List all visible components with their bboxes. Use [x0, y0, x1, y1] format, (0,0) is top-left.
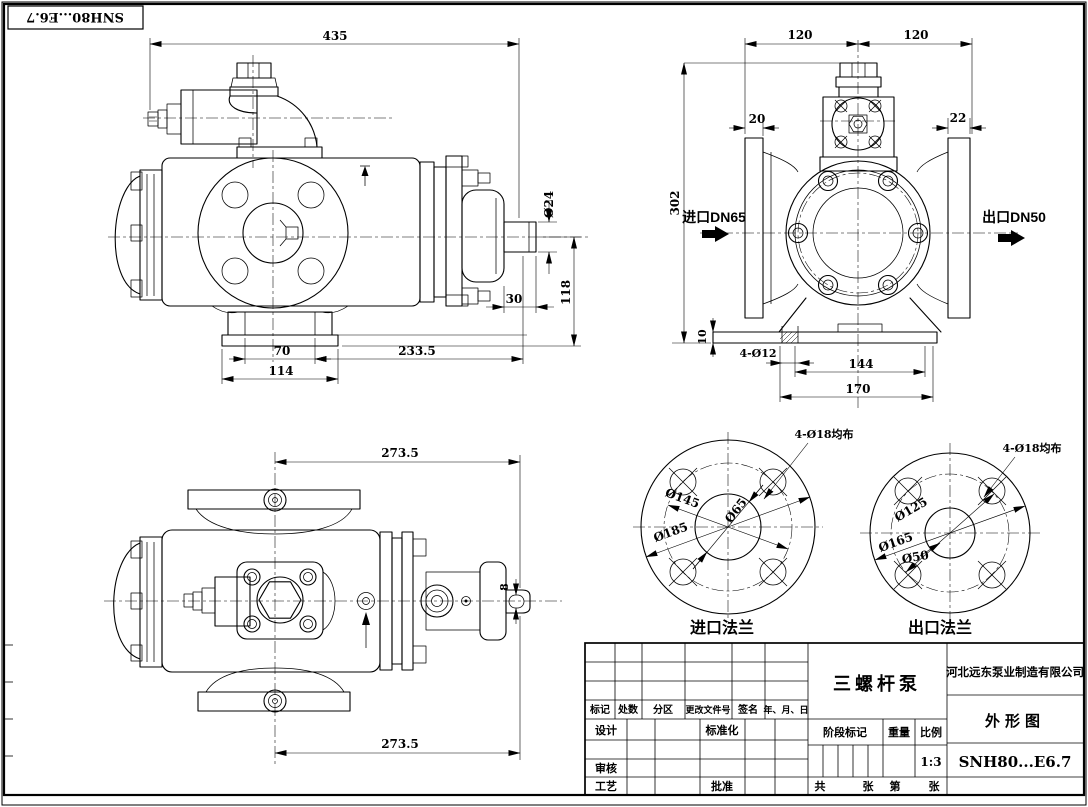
inlet-flange-caption: 进口法兰	[690, 618, 754, 637]
inlet-label: 进口DN65	[682, 209, 746, 225]
dim-key-width: 8	[498, 583, 511, 591]
outlet-flow-arrow	[998, 230, 1025, 246]
outlet-label: 出口DN50	[982, 209, 1046, 225]
tb-header-signature: 签名	[737, 703, 758, 716]
dim-shaft-to-foot: 233.5	[398, 344, 436, 358]
dim-170: 170	[845, 382, 870, 396]
outlet-flange-view: Ø165 Ø125 Ø50 4-Ø18均布 出口法兰	[860, 441, 1062, 637]
dim-302: 302	[668, 190, 682, 215]
inlet-bolt-circle: Ø145	[663, 486, 701, 511]
inlet-flow-arrow	[702, 226, 729, 242]
dim-foot-inner: 70	[274, 344, 291, 358]
tb-role-approve: 批准	[711, 779, 733, 793]
tb-product-name: 三螺杆泵	[833, 673, 921, 694]
dim-shaft-diameter: Ø24	[542, 191, 556, 218]
end-view	[700, 40, 1018, 408]
inlet-flange-view: Ø185 Ø145 Ø65 4-Ø18均布 进口法兰	[633, 427, 854, 637]
tb-header-count: 处数	[617, 703, 639, 716]
tb-sheet-page-label: 第	[890, 779, 901, 793]
inlet-holes-note: 4-Ø18均布	[794, 427, 853, 441]
dim-shaft-height: 118	[559, 280, 573, 305]
dim-435: 435	[322, 29, 347, 43]
flange-bolts	[787, 170, 929, 296]
plan-view-dimensions: 273.5 273.5 8	[274, 446, 521, 760]
dim-273-top: 273.5	[381, 446, 419, 460]
tb-role-process: 工艺	[595, 779, 617, 793]
inlet-outer-diameter: Ø185	[652, 520, 690, 545]
title-block: 标记 处数 分区 更改文件号 签名 年、月、日 设计 标准化 审核 工艺 批准 …	[584, 642, 1085, 796]
tb-sheet-total-unit: 张	[863, 779, 875, 793]
side-view-dimensions: 435 Ø24 30 118 70 233.5 114	[149, 29, 581, 384]
dim-273-bottom: 273.5	[381, 737, 419, 751]
cover-plate-bolts	[243, 568, 317, 633]
dim-shaft-extension: 30	[506, 292, 523, 306]
tb-role-standardize: 标准化	[705, 723, 739, 737]
side-view	[108, 55, 590, 362]
tb-header-zone: 分区	[653, 703, 673, 716]
dim-flange-right: 22	[950, 111, 967, 125]
tb-sheet-page-unit: 张	[929, 779, 941, 793]
dim-120-right: 120	[903, 28, 928, 42]
tb-stage-mark: 阶段标记	[823, 725, 867, 739]
tb-drawing-type: 外形图	[984, 712, 1045, 730]
tb-sheet-total-label: 共	[815, 779, 826, 793]
end-view-dimensions: 120 120 20 22 302 10 4-Ø12 144 170 进口DN6…	[668, 28, 1046, 402]
tb-scale-value: 1:3	[920, 755, 941, 769]
corner-stamp: SNH80...E6.7	[7, 5, 144, 30]
tb-header-date: 年、月、日	[763, 704, 808, 715]
tb-company: 河北远东泵业制造有限公司	[946, 665, 1084, 679]
dim-foot-plate: 10	[696, 329, 709, 345]
corner-stamp-model: SNH80...E6.7	[26, 9, 124, 24]
outlet-holes-note: 4-Ø18均布	[1002, 441, 1061, 455]
dim-120-left: 120	[787, 28, 812, 42]
dim-foot-holes: 4-Ø12	[739, 347, 776, 360]
dim-flange-left: 20	[749, 112, 766, 126]
dim-foot-width: 114	[268, 364, 293, 378]
tb-model: SNH80...E6.7	[959, 753, 1072, 771]
outlet-flange-caption: 出口法兰	[908, 618, 972, 637]
tb-header-mark: 标记	[589, 703, 610, 716]
inlet-bore-diameter: Ø65	[722, 496, 750, 526]
tb-scale-header: 比例	[920, 725, 942, 739]
dim-144: 144	[848, 357, 873, 371]
tb-role-review: 审核	[595, 761, 617, 775]
tb-weight-header: 重量	[888, 725, 910, 739]
plan-view	[104, 452, 562, 766]
tb-header-doc-no: 更改文件号	[685, 704, 730, 715]
tb-role-design: 设计	[595, 723, 617, 737]
outlet-bore-diameter: Ø50	[901, 548, 930, 567]
